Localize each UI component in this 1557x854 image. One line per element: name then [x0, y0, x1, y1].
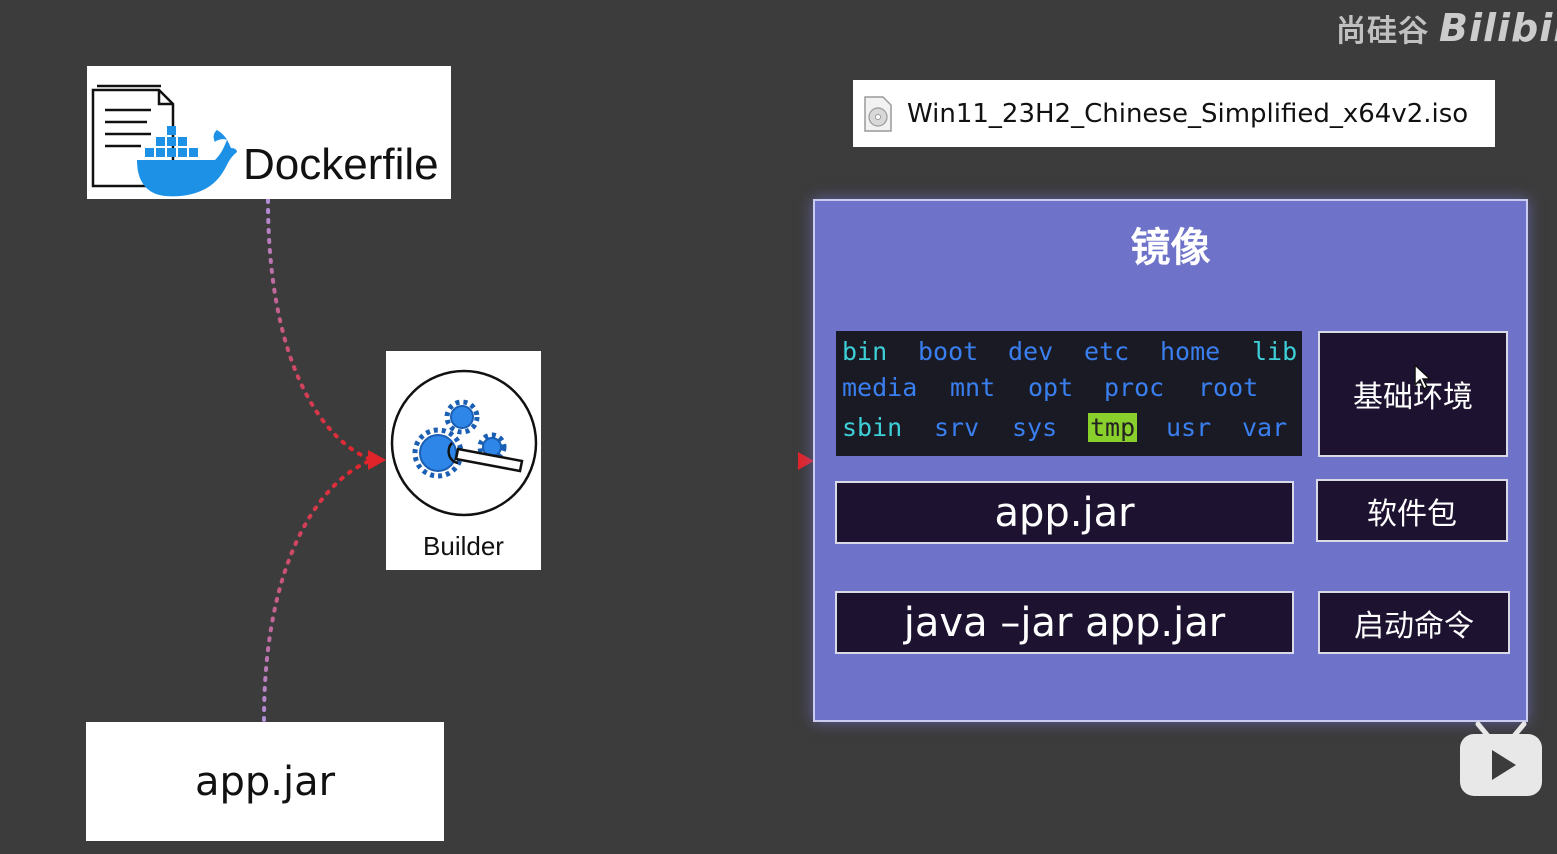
image-title: 镜像 — [1130, 225, 1211, 271]
dir-item: lib — [1252, 337, 1298, 366]
dir-item: sbin — [842, 413, 903, 442]
software-package-box: 软件包 — [1316, 479, 1508, 542]
dir-row-1: bin boot dev etc home lib — [842, 337, 1302, 369]
watermark: 尚硅谷 Bilibili — [1336, 6, 1557, 50]
java-command-layer: java –jar app.jar — [835, 591, 1294, 654]
dir-item: sys — [1012, 413, 1058, 442]
base-env-box: 基础环境 — [1318, 331, 1508, 457]
disc-file-icon — [864, 95, 892, 132]
iso-file-name: Win11_23H2_Chinese_Simplified_x64v2.iso — [907, 98, 1469, 129]
dir-item: var — [1242, 413, 1288, 442]
linux-dirs-block: bin boot dev etc home lib media mnt opt … — [836, 331, 1302, 456]
bilibili-logo: Bilibili — [1439, 6, 1557, 50]
arrow-dockerfile-to-builder — [266, 198, 374, 462]
start-command-box: 启动命令 — [1318, 591, 1510, 654]
dir-item: proc — [1104, 373, 1165, 402]
dir-row-3: sbin srv sys tmp usr var — [842, 413, 1302, 445]
dir-item: dev — [1008, 337, 1054, 366]
arrowhead-image — [798, 452, 814, 470]
docker-whale-icon — [91, 84, 237, 197]
dockerfile-label: Dockerfile — [243, 140, 439, 189]
mouse-cursor-icon — [1414, 363, 1432, 391]
dir-row-2: media mnt opt proc root — [842, 373, 1302, 405]
dir-item: home — [1160, 337, 1221, 366]
dir-item-highlighted: tmp — [1088, 413, 1138, 442]
dir-item: mnt — [950, 373, 996, 402]
dir-item: media — [842, 373, 918, 402]
gears-wrench-icon — [390, 369, 538, 517]
iso-file-node: Win11_23H2_Chinese_Simplified_x64v2.iso — [853, 80, 1495, 147]
arrow-jar-to-builder — [262, 458, 374, 722]
builder-node: Builder — [386, 351, 541, 570]
arrowhead-builder — [368, 450, 386, 470]
app-jar-layer: app.jar — [835, 481, 1294, 544]
bilibili-play-icon[interactable] — [1458, 720, 1544, 800]
watermark-brand: 尚硅谷 — [1336, 14, 1429, 49]
dir-item: bin — [842, 337, 888, 366]
dir-item: root — [1198, 373, 1259, 402]
dir-item: etc — [1084, 337, 1130, 366]
dir-item: boot — [918, 337, 979, 366]
dockerfile-node: Dockerfile — [87, 66, 451, 199]
dir-item: usr — [1166, 413, 1212, 442]
dir-item: srv — [934, 413, 980, 442]
dir-item: opt — [1028, 373, 1074, 402]
builder-label: Builder — [423, 531, 504, 561]
image-panel: 镜像 bin boot dev etc home lib media mnt o… — [813, 199, 1528, 722]
source-jar-node: app.jar — [86, 722, 444, 841]
